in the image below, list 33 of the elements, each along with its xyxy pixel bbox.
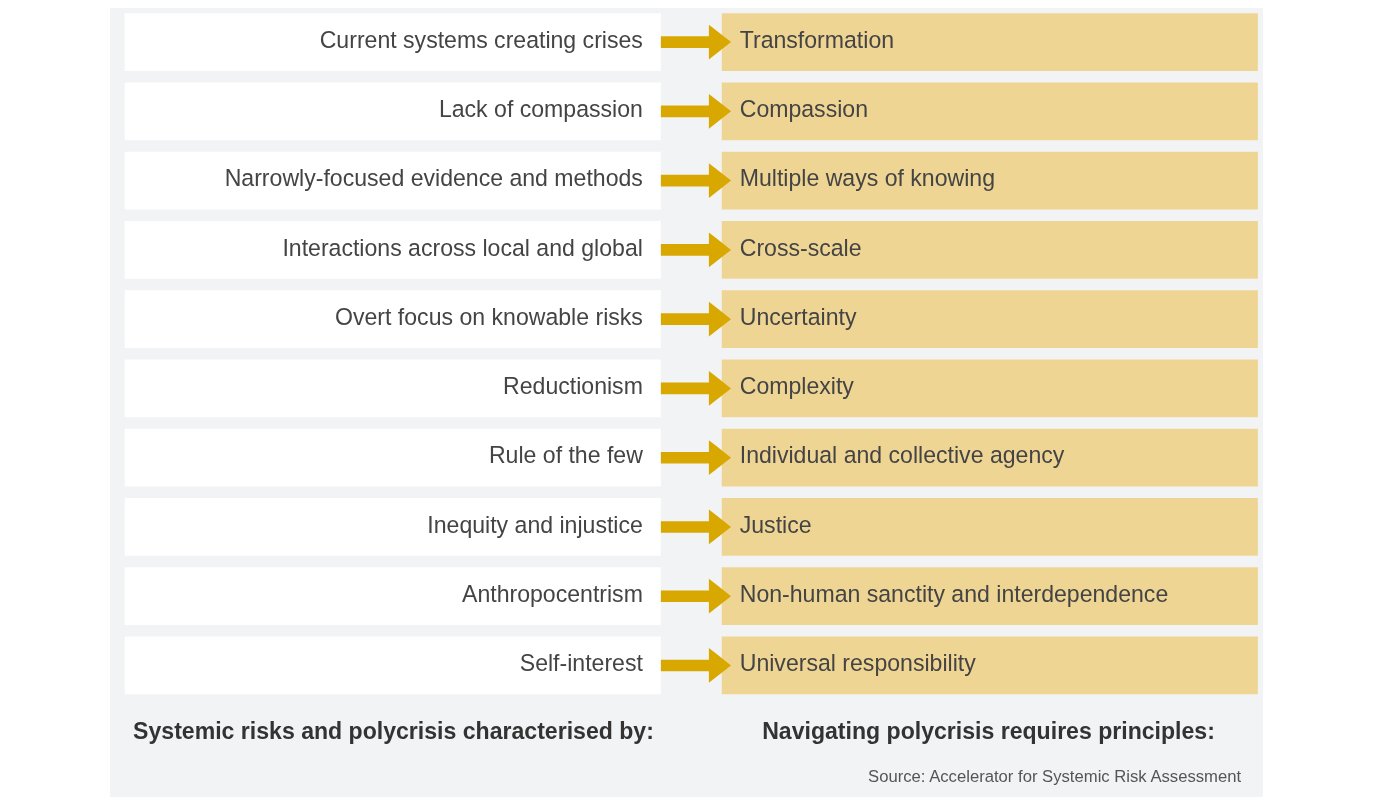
arrow (660, 232, 732, 268)
node-box: Transformation (721, 13, 1258, 71)
node-box: Anthropocentrism (124, 567, 661, 625)
node-box: Individual and collective agency (721, 428, 1258, 487)
node-box: Complexity (721, 359, 1258, 418)
node-box: Universal responsibility (721, 636, 1258, 695)
node-box: Compassion (721, 82, 1258, 141)
arrow (660, 648, 732, 683)
node-box: Interactions across local and global (124, 221, 661, 279)
arrow (660, 93, 732, 129)
arrow (660, 301, 732, 337)
arrow (660, 370, 732, 406)
node-box: Narrowly-focused evidence and methods (124, 151, 661, 210)
node-box: Multiple ways of knowing (721, 151, 1258, 210)
node-box: Cross-scale (721, 221, 1258, 279)
arrow (660, 509, 732, 545)
node-box: Inequity and injustice (124, 498, 661, 556)
node-box: Uncertainty (721, 290, 1258, 348)
arrow (660, 578, 732, 614)
label: Navigating polycrisis requires principles: (762, 718, 1215, 745)
arrow (660, 24, 732, 60)
node-box: Overt focus on knowable risks (124, 290, 661, 348)
node-box: Self-interest (124, 636, 661, 695)
arrow (660, 163, 732, 199)
node-box: Current systems creating crises (124, 13, 661, 71)
node-box: Lack of compassion (124, 82, 661, 141)
caption: Source: Accelerator for Systemic Risk Assessment (868, 767, 1242, 786)
node-box: Non-human sanctity and interdependence (721, 567, 1258, 625)
node-box: Reductionism (124, 359, 661, 418)
arrow (660, 440, 732, 476)
label: Systemic risks and polycrisis characterised by: (133, 718, 654, 745)
node-box: Justice (721, 498, 1258, 556)
node-box: Rule of the few (124, 428, 661, 487)
